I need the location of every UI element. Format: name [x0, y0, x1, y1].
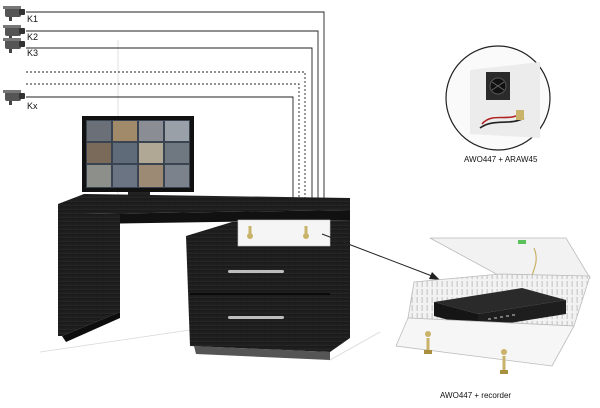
camera-label-k3: K3 — [27, 48, 39, 58]
camera-k1-icon — [3, 6, 25, 21]
hidden-box-lock-icon — [247, 226, 253, 239]
flap-lock-icon-2 — [500, 349, 508, 374]
caption-open-box: AWO447 + recorder — [440, 391, 512, 400]
cable-kx — [26, 96, 294, 200]
hidden-box-front — [237, 219, 331, 247]
hidden-box-lock-icon-2 — [303, 226, 309, 239]
drawer-handle-bottom — [228, 316, 284, 319]
pointer-arrow — [321, 233, 440, 280]
monitor — [82, 116, 194, 199]
desk — [58, 194, 350, 360]
fan-detail — [445, 45, 551, 151]
camera-label-kx: Kx — [27, 101, 38, 111]
camera-label-k2: K2 — [27, 32, 39, 42]
camera-k2-icon — [3, 25, 25, 40]
drawer-handle-top — [228, 270, 284, 273]
camera-kx-icon — [3, 90, 25, 105]
camera-k3-icon — [3, 38, 25, 53]
cable-extra-dotted — [26, 71, 306, 200]
cable-extra-dotted-2 — [26, 83, 300, 200]
cable-k1 — [26, 11, 325, 200]
lid-led — [518, 240, 526, 244]
monitor-camera-feeds — [87, 121, 189, 187]
fan-icon — [491, 81, 505, 91]
camera-label-k1: K1 — [27, 14, 39, 24]
recorder-buttons — [488, 314, 515, 320]
cable-k2 — [26, 30, 319, 200]
flap-lock-icon — [424, 331, 432, 354]
camera-cables — [26, 11, 325, 200]
cable-k3 — [26, 47, 313, 200]
open-box — [395, 237, 591, 374]
caption-fan-detail: AWO447 + ARAW45 — [464, 155, 538, 164]
